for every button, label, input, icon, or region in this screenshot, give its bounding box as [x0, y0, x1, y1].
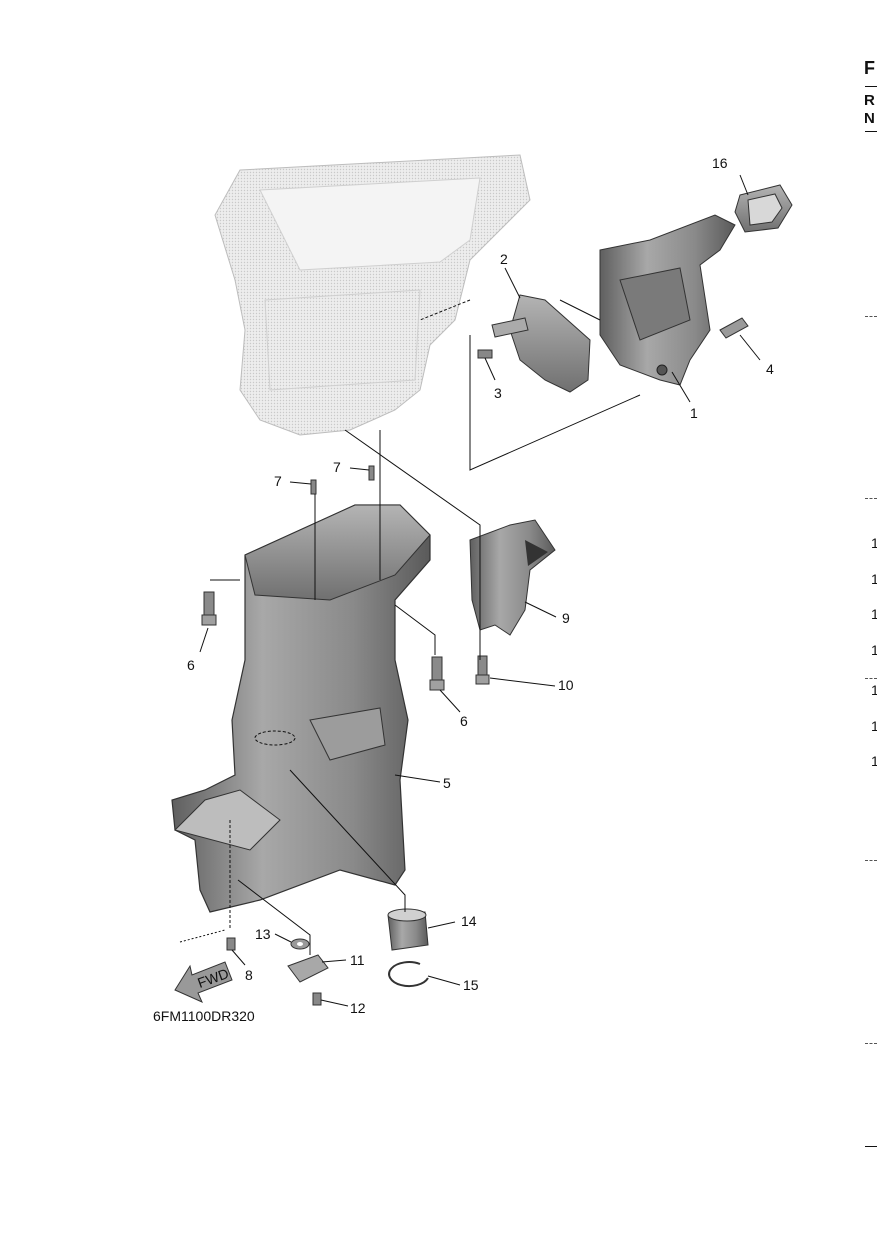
edge-number: 1 — [871, 606, 877, 622]
part-12-screw — [312, 992, 322, 1006]
edge-rule-1 — [865, 86, 877, 87]
part-2-plate — [491, 294, 591, 393]
edge-dash-2 — [865, 498, 877, 499]
callout-12: 12 — [350, 1000, 366, 1016]
callout-4: 4 — [766, 361, 774, 377]
edge-rule-2 — [865, 131, 877, 132]
edge-number: 1 — [871, 753, 877, 769]
edge-number: 1 — [871, 682, 877, 698]
callout-8: 8 — [245, 967, 253, 983]
edge-dash-3 — [865, 678, 877, 679]
edge-glyph-r: R — [864, 92, 875, 109]
callout-labels: 16 2 3 4 1 7 7 6 6 9 10 5 14 13 8 11 15 … — [187, 155, 774, 1016]
edge-glyph-n: N — [864, 110, 875, 127]
edge-rule-3 — [865, 1146, 877, 1147]
part-11-plate — [287, 954, 329, 983]
part-1-bracket — [599, 214, 736, 386]
part-5-upper-casing — [171, 504, 431, 913]
part-9-bracket — [469, 519, 556, 636]
edge-glyph-f: F — [864, 58, 875, 78]
callout-3: 3 — [494, 385, 502, 401]
part-4-bolt — [719, 317, 749, 339]
leader-lines — [179, 174, 761, 1007]
edge-number: 1 — [871, 642, 877, 658]
callout-13: 13 — [255, 926, 271, 942]
part-8-screw — [226, 937, 236, 951]
part-3-bolt — [477, 349, 493, 359]
callout-2: 2 — [500, 251, 508, 267]
callout-7a: 7 — [333, 459, 341, 475]
part-16-grommet — [734, 184, 793, 233]
engine-block-ghost — [214, 154, 531, 436]
edge-number: 1 — [871, 535, 877, 551]
edge-number: 1 — [871, 571, 877, 587]
part-7-pins — [310, 465, 375, 495]
edge-number: 1 — [871, 718, 877, 734]
edge-dash-1 — [865, 316, 877, 317]
callout-6b: 6 — [460, 713, 468, 729]
part-14-bushing — [387, 908, 429, 951]
part-10-bolt — [475, 655, 490, 685]
part-13-washer — [290, 938, 310, 950]
callout-14: 14 — [461, 913, 477, 929]
callout-6a: 6 — [187, 657, 195, 673]
callout-1: 1 — [690, 405, 698, 421]
part-15-circlip — [388, 961, 429, 988]
edge-dash-4 — [865, 860, 877, 861]
fwd-arrow-icon: FWD — [174, 961, 233, 1003]
part-6-bolts — [201, 591, 445, 691]
callout-5: 5 — [443, 775, 451, 791]
callout-11: 11 — [350, 952, 365, 968]
callout-9: 9 — [562, 610, 570, 626]
callout-7b: 7 — [274, 473, 282, 489]
figure-code: 6FM1100DR320 — [153, 1008, 255, 1024]
callout-15: 15 — [463, 977, 479, 993]
callout-16: 16 — [712, 155, 728, 171]
edge-dash-5 — [865, 1043, 877, 1044]
callout-10: 10 — [558, 677, 574, 693]
